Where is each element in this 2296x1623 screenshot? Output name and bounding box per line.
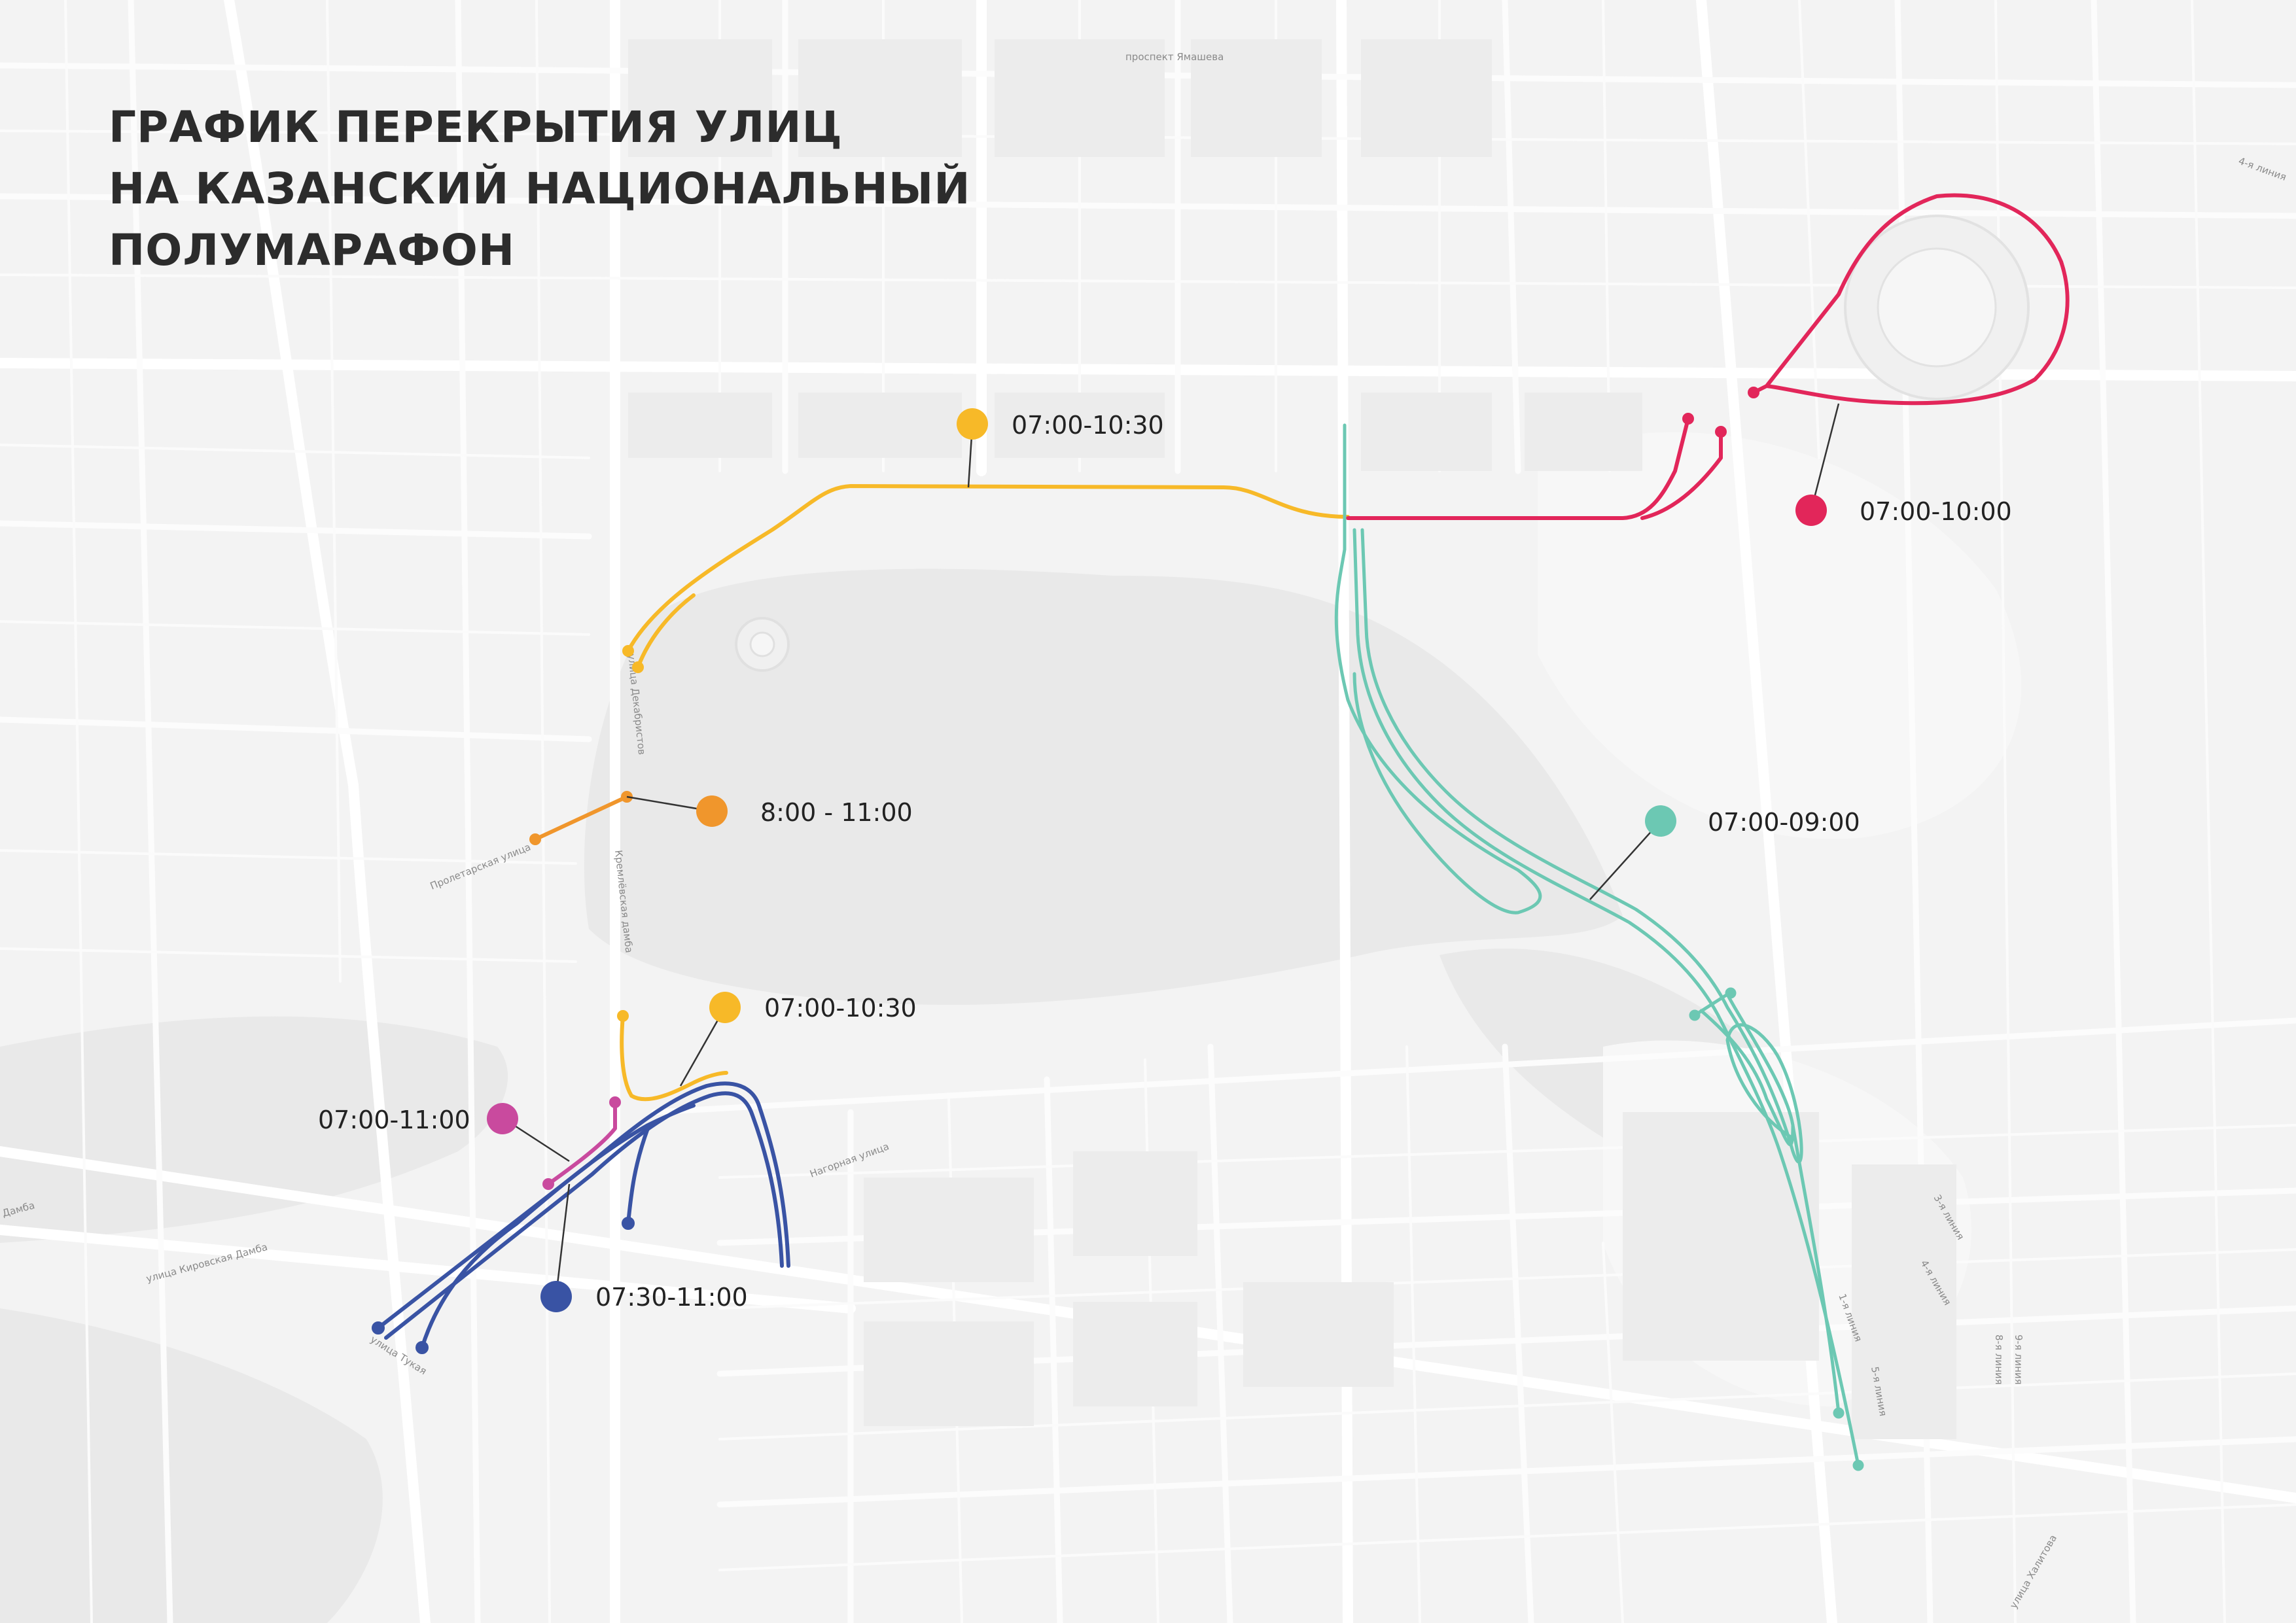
closure-time-label-3: 8:00 - 11:00 [760,798,913,827]
plaza [735,617,790,672]
title-line-2: НА КАЗАНСКИЙ НАЦИОНАЛЬНЫЙ [109,164,971,214]
marker-2[interactable] [1795,403,1840,526]
building-blocks [628,39,1956,1439]
street-label-line9: 9-я линия [2013,1335,2024,1385]
lake-bottom-left [0,1308,383,1623]
closure-markers [487,403,1840,1312]
closure-time-label-5: 07:00-10:30 [764,994,917,1022]
closure-time-label-7: 07:30-11:00 [595,1283,748,1312]
street-label-line8: 8-я линия [1993,1335,2005,1385]
title-line-3: ПОЛУМАРАФОН [109,225,516,275]
marker-4[interactable] [1589,805,1676,900]
closure-time-label-1: 07:00-10:30 [1012,411,1164,440]
title-line-1: ГРАФИК ПЕРЕКРЫТИЯ УЛИЦ [109,102,843,152]
route-yellow-bottom [617,1010,728,1102]
marker-dot-7 [540,1281,572,1312]
marker-dot-4 [1645,805,1676,837]
marker-dot-5 [709,992,741,1023]
route-yellow-top [622,484,1350,673]
marker-dot-3 [696,795,728,827]
route-blue [372,1081,790,1354]
closure-routes [372,193,2070,1471]
page-title: ГРАФИК ПЕРЕКРЫТИЯ УЛИЦ НА КАЗАНСКИЙ НАЦИ… [109,97,971,281]
marker-dot-6 [487,1103,518,1134]
marker-1[interactable] [957,408,988,488]
closure-time-label-2: 07:00-10:00 [1860,497,2012,526]
closure-time-label-6: 07:00-11:00 [318,1106,470,1134]
marker-dot-1 [957,408,988,440]
route-teal [1334,423,1864,1471]
street-label-yamasheva: проспект Ямашева [1125,51,1224,63]
marker-5[interactable] [679,992,741,1087]
marker-7[interactable] [540,1183,572,1312]
route-red [1346,193,2070,520]
marker-dot-2 [1795,495,1827,526]
marker-6[interactable] [487,1103,570,1162]
stadium [1844,215,2030,400]
closure-time-label-4: 07:00-09:00 [1708,808,1860,837]
marker-3[interactable] [626,795,728,827]
route-magenta [542,1096,621,1190]
